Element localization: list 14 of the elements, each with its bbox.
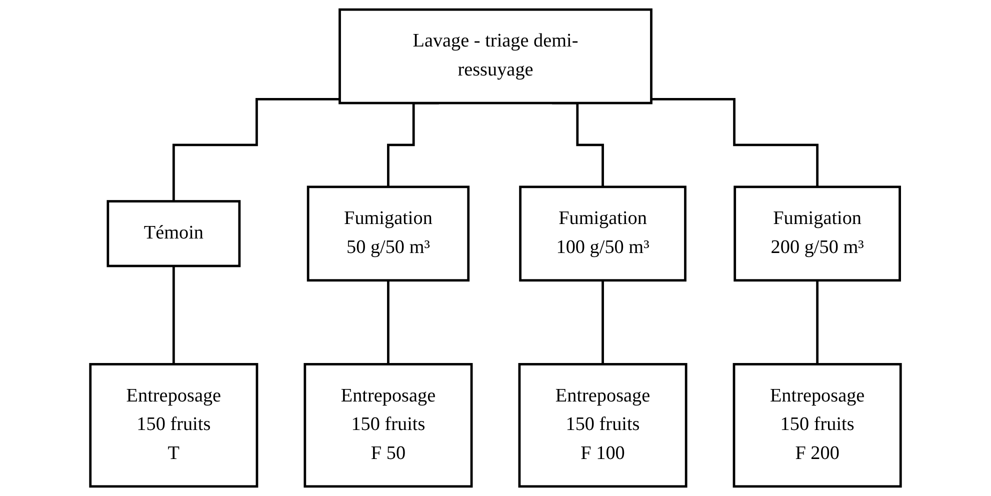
node-box: Fumigation 50 g/50 m³	[306, 186, 470, 282]
connector	[172, 98, 340, 202]
connector	[816, 279, 819, 366]
connector	[172, 264, 175, 366]
node-box: Entreposage 150 fruits F 50	[304, 363, 473, 488]
node-box: Lavage - triage demi-ressuyage	[338, 8, 652, 104]
connector	[387, 279, 390, 366]
node-box: Entreposage 150 fruits T	[89, 363, 258, 488]
node-box: Fumigation 100 g/50 m³	[519, 186, 686, 282]
node-box: Entreposage 150 fruits F 100	[518, 363, 688, 488]
node-box: Entreposage 150 fruits F 200	[732, 363, 902, 488]
connector	[602, 279, 604, 366]
node-box: Témoin	[106, 200, 241, 268]
node-box: Fumigation 200 g/50 m³	[734, 186, 901, 282]
